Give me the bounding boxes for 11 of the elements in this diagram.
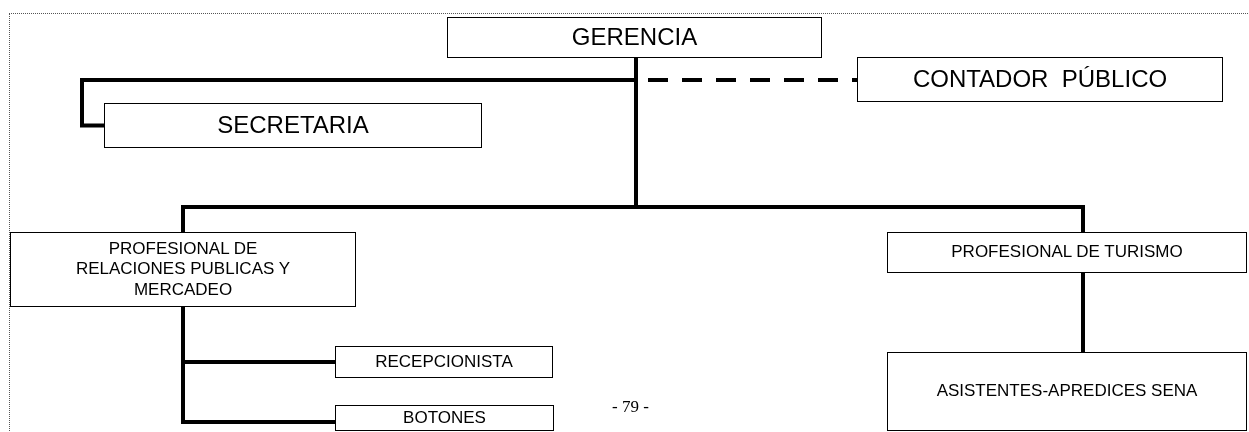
org-box: PROFESIONAL DE RELACIONES PUBLICAS Y MERCADEO (10, 232, 356, 307)
org-box: RECEPCIONISTA (335, 346, 553, 378)
connector-line (181, 307, 335, 424)
org-box: GERENCIA (447, 17, 822, 58)
org-box: SECRETARIA (104, 103, 482, 148)
connector-line (1081, 273, 1085, 352)
org-box: PROFESIONAL DE TURISMO (887, 232, 1247, 273)
org-box: ASISTENTES-APREDICES SENA (887, 352, 1247, 431)
page-number: - 79 - (612, 397, 649, 417)
org-box: CONTADOR PÚBLICO (857, 57, 1223, 102)
org-box: BOTONES (335, 405, 554, 431)
